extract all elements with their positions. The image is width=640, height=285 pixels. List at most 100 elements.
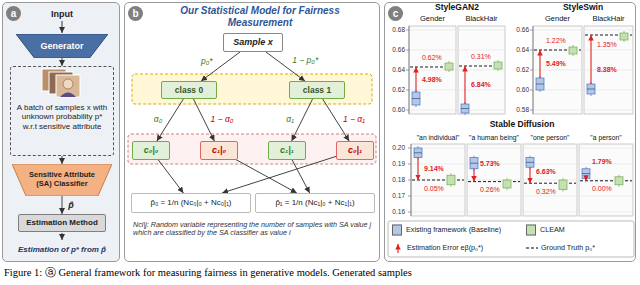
panel-badge: c xyxy=(388,6,403,21)
edge-label: 1 − α₀ xyxy=(210,115,235,125)
connector xyxy=(158,160,183,193)
error-value: 5.49% xyxy=(546,60,566,68)
connector xyxy=(236,160,297,193)
legend-item: Estimation Error eβ(p₀*) xyxy=(392,242,483,254)
charts xyxy=(406,26,633,216)
edge-label: 1 − p₀* xyxy=(291,56,319,66)
node-text: Sample x xyxy=(233,37,273,48)
connector xyxy=(292,99,313,141)
grid-line xyxy=(411,196,633,197)
grid-line xyxy=(533,70,633,71)
axis-tick: 0.64 xyxy=(516,46,529,53)
connector xyxy=(62,156,63,164)
y-axis xyxy=(411,144,412,216)
face-head xyxy=(63,79,73,89)
grid-line xyxy=(409,30,505,31)
median xyxy=(470,163,478,164)
node-text: c₁|₁ xyxy=(280,145,294,156)
ground-truth-line xyxy=(524,183,576,184)
node-text: class 1 xyxy=(303,85,331,95)
tick-mark xyxy=(406,70,409,71)
process-box: c₀|₁ xyxy=(336,141,374,160)
cleam-box xyxy=(445,63,453,70)
axis-tick: 0.19 xyxy=(392,160,405,167)
tick-mark xyxy=(408,212,411,213)
baseline-box xyxy=(582,169,590,179)
median xyxy=(536,84,544,85)
error-arrow xyxy=(590,35,591,84)
model-title: StyleSwin xyxy=(563,3,603,13)
cleam-box xyxy=(569,47,577,54)
median xyxy=(587,89,595,90)
subplot-title: "an individual" xyxy=(417,134,460,142)
process-box: class 1 xyxy=(289,81,345,99)
process-box: p̂₀ = 1/n (Nc₀|₀ + Nc₀|₁) xyxy=(131,193,251,213)
class-region xyxy=(132,74,372,104)
cleam-box xyxy=(559,180,567,190)
tick-mark xyxy=(406,50,409,51)
axis-tick: 0.64 xyxy=(392,66,405,73)
legend-swatch xyxy=(392,225,402,236)
cleam-box xyxy=(503,180,511,188)
flow-arrow xyxy=(62,21,63,33)
error-arrow xyxy=(539,50,540,78)
process-box: Estimation Method xyxy=(18,214,106,232)
y-axis xyxy=(409,26,410,114)
node-text: Generator xyxy=(40,41,83,52)
tick-mark xyxy=(530,110,533,111)
node-text: Sensitive Attribute (SA) Classifier xyxy=(25,171,99,189)
tick-mark xyxy=(408,196,411,197)
edge-label: α₀ xyxy=(153,115,163,125)
flow-arrow xyxy=(62,233,63,240)
connectors xyxy=(62,52,349,214)
subplot-title: "a person" xyxy=(590,134,621,142)
subplot-title: "a human being" xyxy=(469,134,519,142)
error-value: 0.26% xyxy=(480,186,500,194)
edge-label: α₁ xyxy=(285,115,295,125)
ground-truth-line xyxy=(412,180,464,181)
median xyxy=(461,108,469,109)
process-box: c₀|₀ xyxy=(132,141,170,160)
axis-tick: 0.58 xyxy=(516,106,529,113)
tick-mark xyxy=(406,90,409,91)
node-text: c₀|₁ xyxy=(348,145,362,156)
legend-text: Ground Truth p₀* xyxy=(541,244,595,252)
legend-text: Existing framework (Baseline) xyxy=(406,226,501,234)
axis-tick: 0.66 xyxy=(392,46,405,53)
median xyxy=(412,98,420,99)
ground-truth-line xyxy=(468,181,520,182)
cleam-box xyxy=(620,33,628,40)
edge-label: p̂ xyxy=(67,200,75,210)
legend-text: CLEAM xyxy=(540,226,565,234)
error-value: 1.35% xyxy=(597,41,617,49)
grid-line xyxy=(409,90,505,91)
panel: aGeneratorA batch of samples x with unkn… xyxy=(2,2,120,262)
error-arrow xyxy=(415,67,416,92)
tick-mark xyxy=(530,70,533,71)
error-value: 0.00% xyxy=(592,185,612,193)
error-value: 0.32% xyxy=(536,188,556,196)
legend-item: Ground Truth p₀* xyxy=(526,242,595,254)
panel-badge: a xyxy=(6,6,21,21)
node-text: p̂₀ = 1/n (Nc₀|₀ + Nc₀|₁) xyxy=(150,198,231,207)
grid-line xyxy=(409,70,505,71)
legend-swatch xyxy=(526,225,536,236)
error-arrow xyxy=(473,169,474,182)
baseline-box xyxy=(414,148,422,158)
panel-ground xyxy=(2,2,120,262)
median xyxy=(414,152,422,153)
trapezoid-block: Generator xyxy=(16,34,108,58)
error-value: 5.73% xyxy=(480,160,500,168)
model-title: Stable Diffusion xyxy=(490,120,555,130)
cleam-box xyxy=(494,62,502,69)
definition-note: Nci|j: Random variable representing the … xyxy=(133,221,373,238)
error-value: 8.38% xyxy=(597,66,617,74)
subplot-title: BlackHair xyxy=(465,15,497,24)
cleam-box xyxy=(615,177,623,185)
tick-mark xyxy=(408,148,411,149)
cleam-box xyxy=(447,175,455,185)
grid-line xyxy=(411,212,633,213)
error-value: 1.79% xyxy=(592,158,612,166)
